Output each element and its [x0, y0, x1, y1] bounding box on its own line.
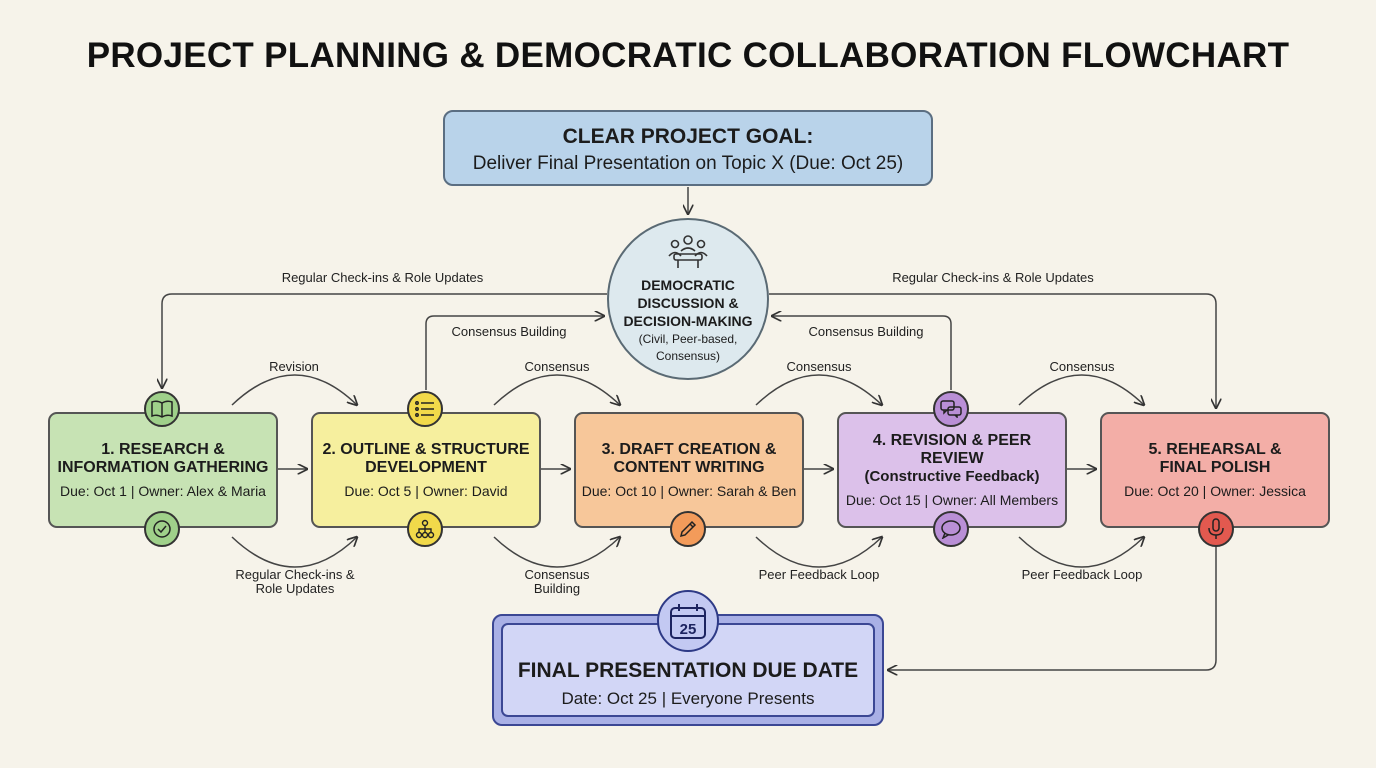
hub-heading-1: DEMOCRATIC: [641, 277, 735, 293]
label-bottom-checkins-line2: Role Updates: [255, 581, 335, 596]
step-4-title-line1: 4. REVISION & PEER: [872, 432, 1032, 449]
speech-bubble-icon: [933, 511, 969, 547]
calendar-icon: 25: [657, 590, 719, 652]
hub-heading-3: DECISION-MAKING: [623, 313, 753, 329]
step-1-meta: Due: Oct 1 | Owner: Alex & Maria: [60, 483, 266, 499]
label-consensus-1: Consensus: [524, 359, 590, 374]
consensus-building-right-line: [772, 316, 952, 390]
consensus-arc-2: [755, 374, 882, 405]
goal-heading: CLEAR PROJECT GOAL:: [562, 125, 814, 148]
hub-heading-2: DISCUSSION &: [637, 295, 739, 311]
step-5-title-line1: 5. REHEARSAL &: [1148, 441, 1282, 458]
hub-sub-2: Consensus): [655, 349, 721, 363]
peer-feedback-arc-2: [1018, 537, 1144, 568]
label-peer-feedback-2: Peer Feedback Loop: [1021, 567, 1143, 582]
step-5-title-line2: FINAL POLISH: [1159, 459, 1271, 476]
label-consensus-3: Consensus: [1049, 359, 1115, 374]
final-heading: FINAL PRESENTATION DUE DATE: [517, 659, 859, 682]
label-peer-feedback-1: Peer Feedback Loop: [758, 567, 880, 582]
label-checkins-left: Regular Check-ins & Role Updates: [281, 270, 484, 285]
step-3-draft: 3. DRAFT CREATION & CONTENT WRITING Due:…: [574, 412, 804, 528]
revision-arc: [231, 374, 357, 405]
goal-text: Deliver Final Presentation on Topic X (D…: [472, 153, 904, 174]
label-revision: Revision: [269, 359, 319, 374]
checkin-right-loop: [769, 293, 1216, 408]
step-5-meta: Due: Oct 20 | Owner: Jessica: [1124, 483, 1306, 499]
step-5-rehearsal: 5. REHEARSAL & FINAL POLISH Due: Oct 20 …: [1100, 412, 1330, 528]
step-2-title-line2: DEVELOPMENT: [365, 459, 487, 476]
book-icon: [144, 391, 180, 427]
step-4-meta: Due: Oct 15 | Owner: All Members: [845, 492, 1059, 508]
step-4-revision: 4. REVISION & PEER REVIEW (Constructive …: [837, 412, 1067, 528]
consensus-building-left-line: [425, 316, 604, 390]
microphone-icon: [1198, 511, 1234, 547]
hub-sub-1: (Civil, Peer-based,: [638, 332, 738, 346]
consensus-arc-1: [493, 374, 620, 405]
step-4-title-line3: (Constructive Feedback): [864, 468, 1040, 485]
final-text: Date: Oct 25 | Everyone Presents: [561, 689, 815, 708]
list-icon: [407, 391, 443, 427]
chat-icon: [933, 391, 969, 427]
step-2-title-line1: 2. OUTLINE & STRUCTURE: [322, 441, 530, 458]
meeting-icon: [609, 234, 767, 275]
project-goal-box: CLEAR PROJECT GOAL: Deliver Final Presen…: [443, 110, 933, 186]
democratic-discussion-hub: DEMOCRATIC DISCUSSION & DECISION-MAKING …: [607, 218, 769, 380]
step-4-title-line2: REVIEW: [920, 450, 984, 467]
peer-feedback-arc-1: [755, 537, 882, 568]
label-bottom-consensus-line1: Consensus: [524, 567, 590, 582]
label-checkins-right: Regular Check-ins & Role Updates: [892, 270, 1094, 285]
step-2-meta: Due: Oct 5 | Owner: David: [344, 483, 508, 499]
consensus-arc-3: [1018, 374, 1144, 405]
page-title: PROJECT PLANNING & DEMOCRATIC COLLABORAT…: [86, 36, 1290, 75]
step-3-title-line2: CONTENT WRITING: [613, 459, 765, 476]
label-consensus-building-right: Consensus Building: [808, 324, 924, 339]
label-bottom-checkins-line1: Regular Check-ins &: [235, 567, 355, 582]
step-1-title-line1: 1. RESEARCH &: [101, 441, 225, 458]
rehearsal-to-final-line: [888, 546, 1217, 670]
hierarchy-icon: [407, 511, 443, 547]
calendar-day: 25: [680, 621, 697, 638]
step-3-title-line1: 3. DRAFT CREATION &: [601, 441, 777, 458]
label-bottom-consensus-line2: Building: [533, 581, 581, 596]
step-3-meta: Due: Oct 10 | Owner: Sarah & Ben: [581, 483, 797, 499]
checkin-left-loop: [162, 293, 607, 388]
consensus-building-bottom-arc: [493, 537, 620, 568]
label-consensus-2: Consensus: [786, 359, 852, 374]
checkin-bottom-arc: [231, 537, 357, 568]
label-bottom-checkins: Regular Check-ins & Role Updates: [215, 568, 375, 596]
label-consensus-building-left: Consensus Building: [451, 324, 567, 339]
check-icon: [144, 511, 180, 547]
step-1-title-line2: INFORMATION GATHERING: [57, 459, 269, 476]
pencil-icon: [670, 511, 706, 547]
label-bottom-consensus-building: Consensus Building: [507, 568, 607, 596]
